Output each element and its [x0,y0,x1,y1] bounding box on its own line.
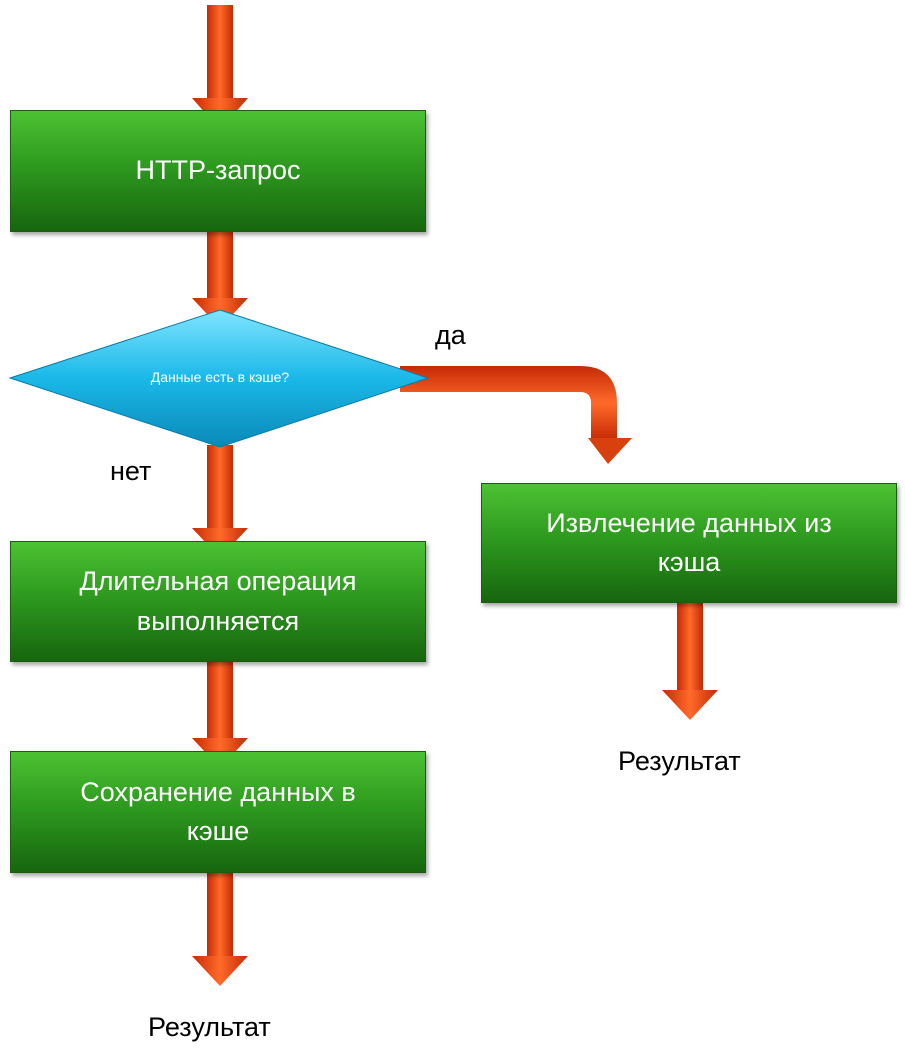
long-operation-box: Длительная операция выполняется [10,541,426,662]
result-left-label: Результат [148,1012,271,1042]
no-label: нет [110,456,152,486]
decision-diamond [8,309,430,448]
arrow-fetch-to-result [662,602,718,720]
http-request-label: HTTP-запрос [135,155,301,186]
result-right-label: Результат [618,746,741,776]
arrow-decision-to-fetch [400,366,632,464]
fetch-from-cache-box: Извлечение данных из кэша [481,483,897,603]
http-request-box: HTTP-запрос [10,110,426,232]
save-to-cache-box: Сохранение данных в кэше [10,751,426,873]
arrow-save-to-result [192,873,248,986]
long-operation-label: Длительная операция выполняется [79,566,357,636]
arrow-operation-to-save [192,662,248,768]
fetch-from-cache-label: Извлечение данных из кэша [546,507,832,577]
yes-label: да [435,320,466,350]
save-to-cache-label: Сохранение данных в кэше [80,776,356,846]
cache-check-label: Данные есть в кэше? [150,369,290,385]
